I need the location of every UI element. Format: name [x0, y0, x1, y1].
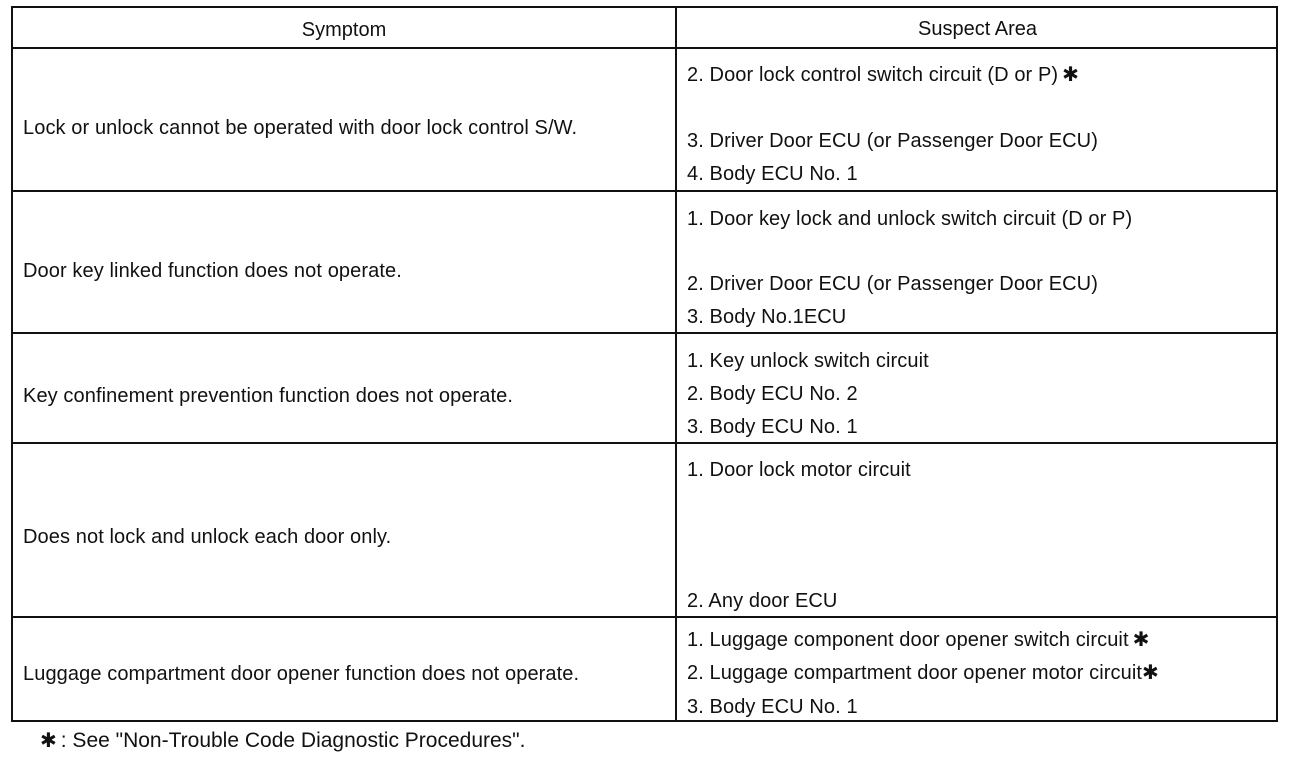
suspect-item: 3. Body ECU No. 1 — [687, 416, 858, 438]
table-row: Does not lock and unlock each door only.… — [13, 444, 1276, 618]
suspect-item: 4. Body ECU No. 1 — [687, 163, 858, 185]
symptom-cell: Luggage compartment door opener function… — [23, 663, 580, 685]
asterisk-mark-icon: ✱ — [1142, 662, 1159, 684]
suspect-item: 2. Luggage compartment door opener motor… — [687, 662, 1159, 684]
symptom-cell: Door key linked function does not operat… — [23, 260, 402, 282]
suspect-item: 3. Body ECU No. 1 — [687, 696, 858, 718]
header-symptom: Symptom — [301, 19, 387, 41]
symptom-cell: Does not lock and unlock each door only. — [23, 526, 392, 548]
suspect-item: 2. Driver Door ECU (or Passenger Door EC… — [687, 273, 1098, 295]
asterisk-mark-icon: ✱ — [40, 730, 57, 752]
suspect-item: 2. Door lock control switch circuit (D o… — [687, 64, 1080, 86]
asterisk-mark-icon: ✱ — [1132, 629, 1150, 651]
suspect-item: 1. Key unlock switch circuit — [687, 350, 929, 372]
suspect-item: 1. Luggage component door opener switch … — [687, 629, 1150, 651]
suspect-item: 2. Any door ECU — [687, 590, 838, 612]
suspect-item: 3. Body No.1ECU — [687, 306, 847, 328]
table-row: Lock or unlock cannot be operated with d… — [13, 49, 1276, 192]
table-row: Key confinement prevention function does… — [13, 334, 1276, 444]
asterisk-mark-icon: ✱ — [1062, 64, 1080, 86]
footnote: ✱: See "Non-Trouble Code Diagnostic Proc… — [40, 728, 525, 754]
table-row: Luggage compartment door opener function… — [13, 618, 1276, 720]
header-suspect-area: Suspect Area — [918, 18, 1037, 40]
table-header-row: Symptom Suspect Area — [13, 8, 1276, 49]
suspect-item: 2. Body ECU No. 2 — [687, 383, 858, 405]
table-row: Door key linked function does not operat… — [13, 192, 1276, 334]
suspect-item: 1. Door key lock and unlock switch circu… — [687, 208, 1133, 230]
suspect-item: 3. Driver Door ECU (or Passenger Door EC… — [687, 130, 1098, 152]
suspect-item: 1. Door lock motor circuit — [687, 459, 911, 481]
symptom-cell: Key confinement prevention function does… — [23, 385, 514, 407]
diagnosis-table: Symptom Suspect Area Lock or unlock cann… — [11, 6, 1278, 722]
footnote-text: : See "Non-Trouble Code Diagnostic Proce… — [60, 729, 526, 752]
symptom-cell: Lock or unlock cannot be operated with d… — [23, 117, 578, 139]
